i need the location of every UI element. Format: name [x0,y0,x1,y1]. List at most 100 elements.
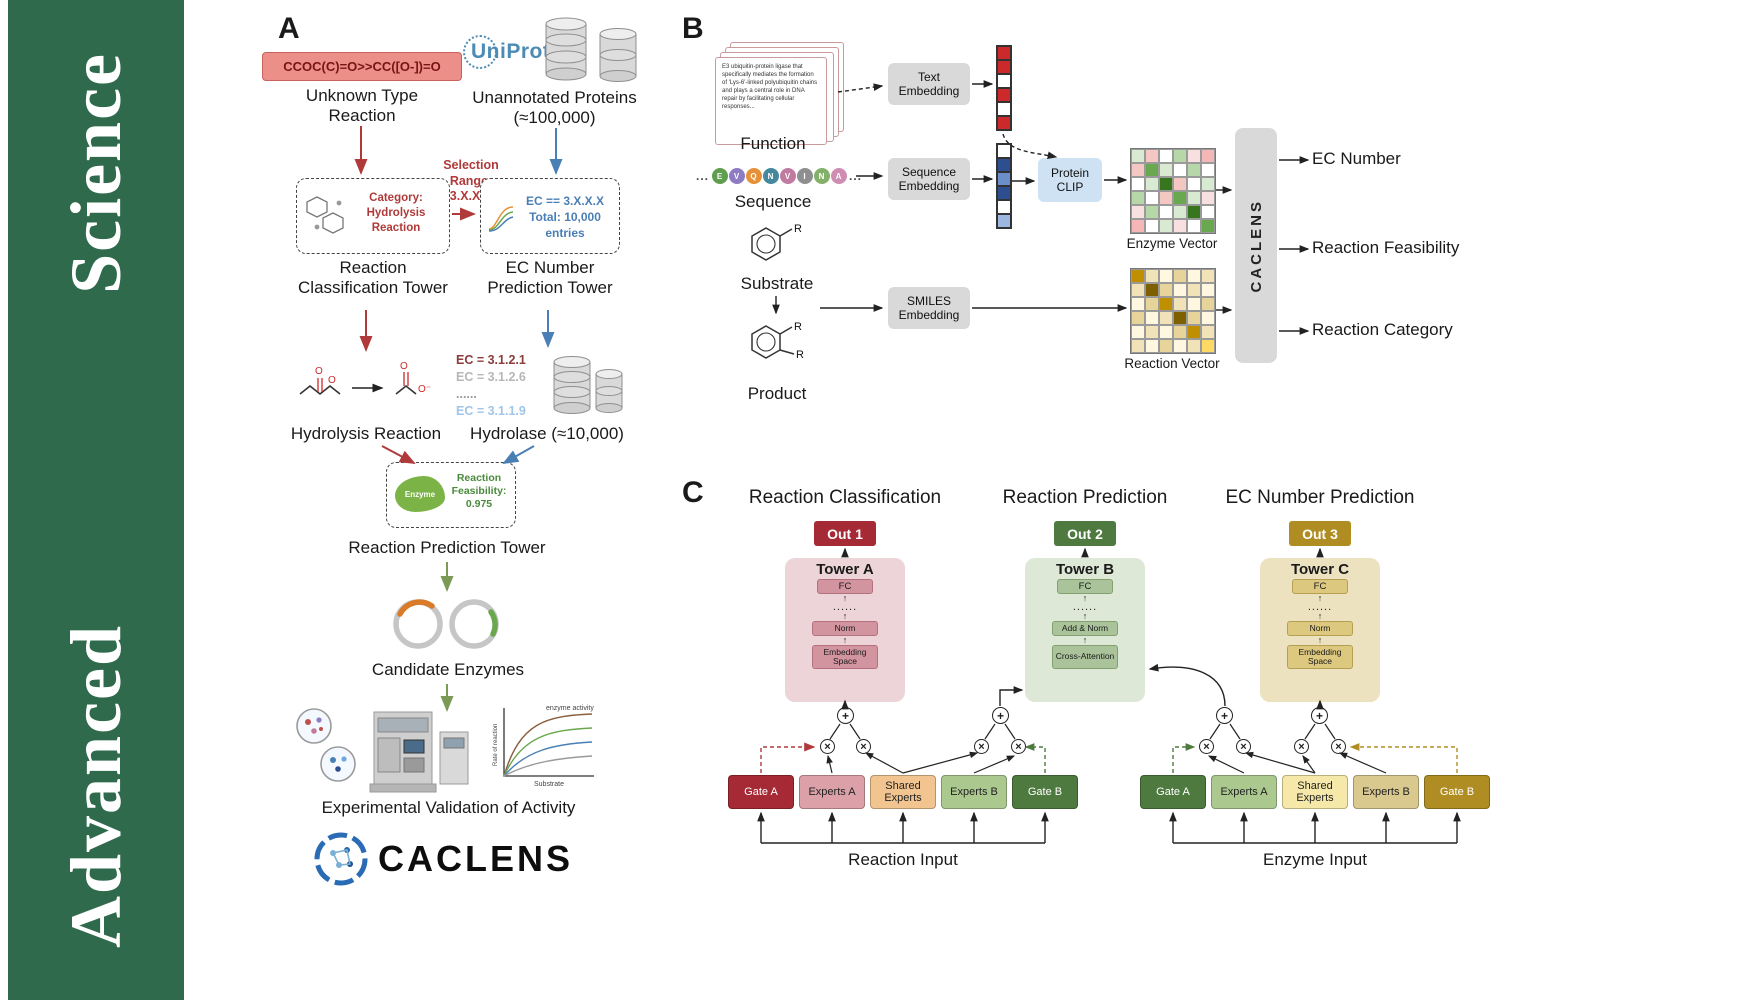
sequence-embedding-box: Sequence Embedding [888,158,970,200]
ec-filter-box: EC == 3.X.X.X Total: 10,000 entries [480,178,620,254]
matrix-cell [1145,311,1159,325]
matrix-cell [1131,283,1145,297]
caclens-logo-text: CACLENS [378,838,574,879]
hydrolase-label: Hydrolase (≈10,000) [470,424,624,443]
sequence-dots-right: ... [849,169,863,183]
mul-op-icon: × [1294,739,1309,754]
carboxylate-molecule-icon: O O⁻ [395,361,431,395]
hydrolase-database-icon [553,356,623,414]
ec-line: EC = 3.1.1.9 [456,403,526,418]
matrix-cell [1159,191,1173,205]
matrix-cell [1173,311,1187,325]
matrix-cell [1145,339,1159,353]
matrix-cell [1201,163,1215,177]
matrix-cell [1145,177,1159,191]
product-r1-label: R [794,321,802,333]
vector-cell [997,186,1011,200]
residue-A: A [830,168,847,184]
matrix-cell [1173,177,1187,191]
enzyme-vector-label: Enzyme Vector [1126,236,1218,251]
tower-b-name: Tower B [1055,561,1115,578]
mul-op-icon: × [974,739,989,754]
matrix-cell [1173,283,1187,297]
tower-a-dots: ...... [832,601,858,613]
caclens-bar: CACLENS [1235,128,1277,363]
matrix-cell [1173,163,1187,177]
matrix-cell [1187,325,1201,339]
shared-experts-box: Shared Experts [1282,775,1348,809]
tower-a-embedding-box: Embedding Space [812,644,878,669]
gate-b-box: Gate B [1424,775,1490,809]
function-label: Function [740,134,806,153]
matrix-cell [1159,149,1173,163]
tower-b-fc-box: FC [1057,579,1113,594]
sum-op-icon: + [1311,707,1328,724]
smiles-reaction-box: CCOC(C)=O>>CC([O-])=O [262,52,462,81]
substrate-label: Substrate [740,274,814,293]
out3-box: Out 3 [1289,521,1351,546]
matrix-cell [1159,311,1173,325]
vector-cell [997,74,1011,88]
sum-op-icon: + [837,707,854,724]
ec-filter-line1: EC == 3.X.X.X [525,194,605,208]
matrix-cell [1201,325,1215,339]
tower-c-norm-box: Norm [1287,620,1353,636]
up-arrow-icon: ↑ [1317,610,1323,621]
vector-cell [997,144,1011,158]
up-arrow-icon: ↑ [1082,610,1088,621]
output-reaction-category: Reaction Category [1312,320,1453,339]
residue-N: N [813,168,830,184]
uniprot-ring-icon [463,35,497,69]
matrix-cell [1131,205,1145,219]
experts-a-box: Experts A [799,775,865,809]
vector-cell [997,158,1011,172]
up-arrow-icon: ↑ [1082,593,1088,603]
journal-banner: Advanced Science [8,0,184,1000]
tower-a: Tower A FC ↑ ...... ↑ Norm ↑ Embedding S… [785,558,905,702]
matrix-cell [1131,191,1145,205]
matrix-cell [1201,205,1215,219]
plot-xlabel: Substrate [534,781,564,788]
tower-a-norm-box: Norm [812,620,878,636]
product-r2-label: R [796,349,804,361]
shared-experts-box: Shared Experts [870,775,936,809]
out1-box: Out 1 [814,521,876,546]
vector-cell [997,214,1011,228]
ec-line: EC = 3.1.2.6 [456,369,526,384]
svg-text:O: O [315,366,323,377]
up-arrow-icon: ↑ [1317,593,1323,603]
matrix-cell [1159,219,1173,233]
tower-b: Tower B FC ↑ ...... ↑ Add & Norm ↑ Cross… [1025,558,1145,702]
vector-cell [997,116,1011,130]
matrix-cell [1173,149,1187,163]
matrix-cell [1173,191,1187,205]
matrix-cell [1201,191,1215,205]
uniprot-logo: UniProt [471,40,551,63]
svg-text:O: O [328,375,336,386]
up-arrow-icon: ↑ [842,593,848,603]
enzyme-blob-icon: Enzyme [395,476,445,512]
up-arrow-icon: ↑ [842,634,848,645]
gate-b-box: Gate B [1012,775,1078,809]
matrix-cell [1145,163,1159,177]
reaction-prediction-tower-label: Reaction Prediction Tower [348,538,546,557]
reaction-vector-matrix [1130,268,1216,354]
tower-c-fc-box: FC [1292,579,1348,594]
mul-op-icon: × [1331,739,1346,754]
matrix-cell [1187,311,1201,325]
mul-op-icon: × [820,739,835,754]
title-ec-number-prediction: EC Number Prediction [1225,487,1415,508]
matrix-cell [1159,205,1173,219]
matrix-cell [1159,283,1173,297]
matrix-cell [1201,339,1215,353]
sum-op-icon: + [992,707,1009,724]
svg-text:O: O [400,361,408,372]
vector-cell [997,200,1011,214]
experts-b-box: Experts B [1353,775,1419,809]
vector-cell [997,60,1011,74]
matrix-cell [1201,297,1215,311]
panel-b-label: B [682,12,704,45]
